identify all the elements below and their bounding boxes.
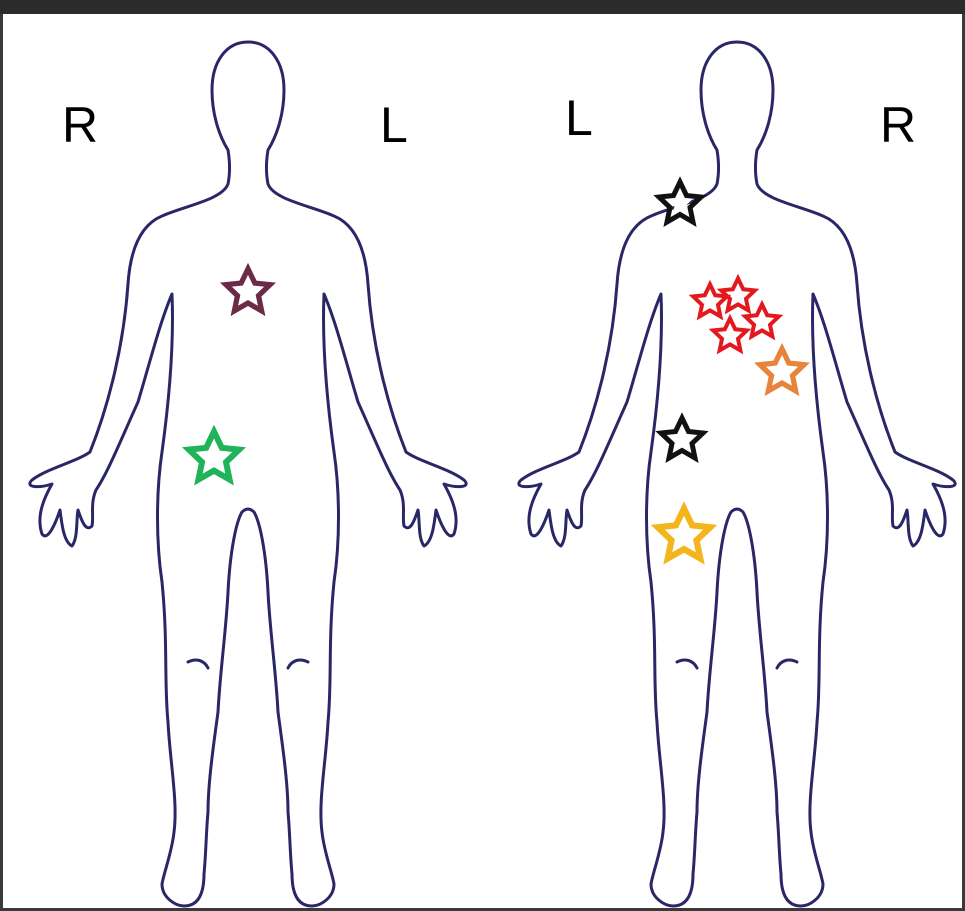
marker-star-back-lower-back-2	[721, 278, 755, 310]
front-body-outline	[30, 42, 466, 906]
marker-star-back-right-hip	[760, 349, 804, 391]
marker-star-back-left-thigh	[658, 509, 711, 559]
marker-star-back-left-buttock	[661, 418, 703, 458]
marker-star-front-right-groin	[189, 432, 239, 480]
marker-star-back-lower-back-4	[713, 318, 747, 350]
marker-star-back-lower-back-3	[745, 304, 779, 336]
marker-star-front-upper-abdomen	[226, 269, 270, 311]
marker-star-back-left-shoulder	[659, 182, 701, 222]
back-body-outline	[519, 42, 955, 906]
